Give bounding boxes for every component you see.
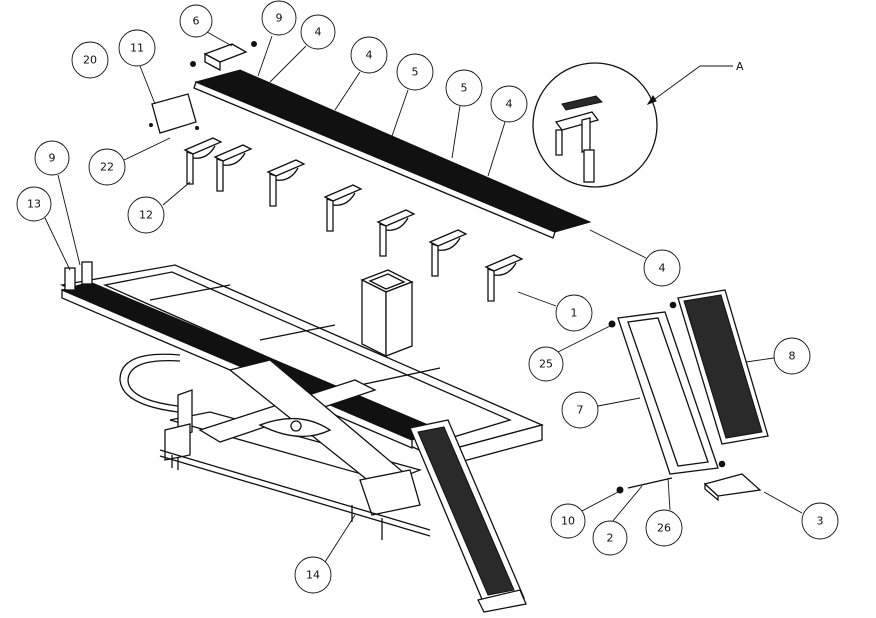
callout-8: 8: [745, 337, 811, 375]
callout-1: 1: [517, 291, 593, 332]
part-3-ramp-foot: [703, 473, 762, 502]
svg-text:22: 22: [100, 161, 114, 174]
svg-text:13: 13: [27, 198, 41, 211]
svg-text:8: 8: [789, 350, 796, 363]
svg-text:11: 11: [130, 42, 144, 55]
callout-14: 14: [294, 514, 356, 594]
svg-text:1: 1: [571, 307, 578, 320]
detail-a-view: A: [532, 60, 744, 188]
svg-text:4: 4: [506, 98, 513, 111]
svg-text:4: 4: [659, 262, 666, 275]
svg-text:7: 7: [577, 404, 584, 417]
main-ramp: [409, 419, 527, 613]
callouts: 6 9 4 4 5 5 4: [16, 0, 839, 594]
callout-11: 11: [118, 29, 156, 105]
svg-text:25: 25: [539, 358, 553, 371]
svg-text:2: 2: [607, 532, 614, 545]
callout-22: 22: [88, 137, 171, 186]
top-deck-plate: [193, 69, 592, 239]
callout-9-left: 9: [34, 140, 81, 266]
bracket-2: [213, 144, 253, 192]
svg-text:3: 3: [817, 515, 824, 528]
scissor-mechanism: [159, 359, 431, 540]
callout-10: 10: [550, 491, 619, 539]
svg-text:20: 20: [83, 54, 97, 67]
callout-7: 7: [561, 391, 641, 429]
small-hardware: [608, 320, 673, 494]
callout-6: 6: [179, 4, 233, 47]
svg-text:5: 5: [461, 82, 468, 95]
callout-5-b: 5: [445, 69, 483, 159]
control-pedestal: [360, 269, 414, 358]
svg-text:9: 9: [49, 152, 56, 165]
callout-4-c: 4: [487, 85, 528, 177]
svg-text:26: 26: [657, 522, 671, 535]
callout-25: 25: [528, 325, 611, 382]
svg-text:10: 10: [561, 515, 575, 528]
bracket-1: [183, 137, 223, 185]
svg-text:4: 4: [366, 49, 373, 62]
callout-26: 26: [645, 477, 683, 547]
bracket-3: [266, 159, 306, 207]
support-brackets: [183, 137, 524, 302]
part-6-bracket: [190, 41, 257, 72]
svg-text:14: 14: [306, 569, 320, 582]
callout-4-a: 4: [269, 14, 336, 83]
bracket-6: [428, 229, 468, 277]
callout-3: 3: [763, 491, 839, 540]
callout-13: 13: [16, 186, 71, 271]
side-ramp-grid: [669, 289, 769, 468]
side-ramp-frame: [617, 311, 719, 475]
callout-4-b: 4: [334, 36, 388, 111]
svg-text:5: 5: [412, 66, 419, 79]
svg-text:9: 9: [276, 12, 283, 25]
callout-4-d: 4: [589, 229, 681, 287]
svg-text:4: 4: [315, 26, 322, 39]
callout-9-top: 9: [257, 0, 297, 77]
svg-text:6: 6: [193, 15, 200, 28]
bracket-7: [484, 254, 524, 302]
callout-5-a: 5: [391, 53, 434, 137]
bracket-5: [376, 209, 416, 257]
callout-2: 2: [592, 485, 643, 556]
bracket-4: [323, 184, 363, 232]
callout-12: 12: [127, 181, 191, 234]
detail-a-label: A: [736, 60, 744, 73]
svg-text:12: 12: [139, 209, 153, 222]
callout-20: 20: [71, 41, 109, 79]
part-11-plate: [149, 93, 199, 134]
